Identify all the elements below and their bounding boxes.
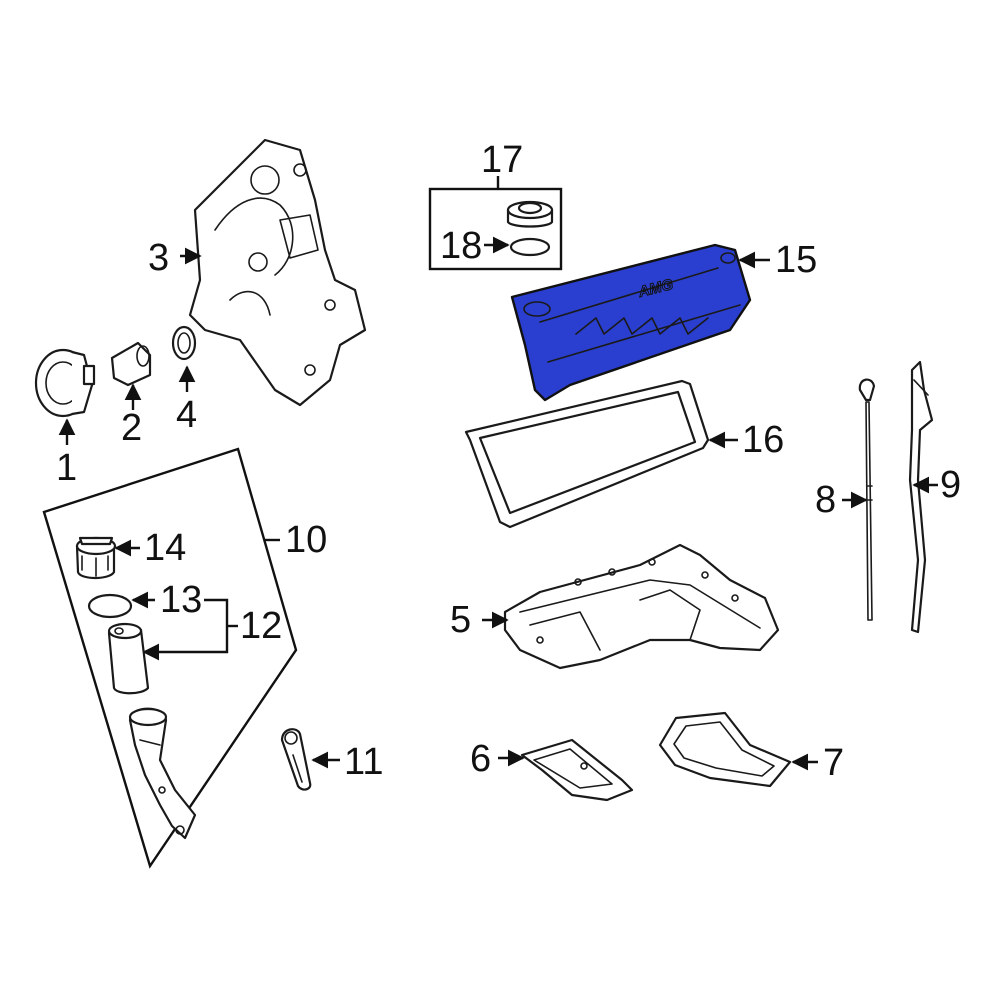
callout-8: 8 — [815, 479, 836, 521]
callout-16: 16 — [742, 419, 784, 461]
part-4-seal[interactable] — [171, 325, 197, 361]
part-2-bolt[interactable] — [110, 341, 152, 387]
callout-18: 18 — [440, 225, 482, 267]
group-frame-17 — [428, 187, 563, 271]
part-9-dipstick-tube[interactable] — [908, 360, 934, 634]
part-11-gasket[interactable] — [280, 728, 312, 791]
part-14-filter-cap[interactable] — [75, 536, 117, 580]
callout-12: 12 — [240, 605, 282, 647]
part-12-filter-element[interactable] — [107, 622, 150, 695]
part-1-pulley[interactable] — [34, 348, 96, 418]
part-17-oil-filler-cap[interactable] — [506, 200, 554, 228]
callout-13: 13 — [160, 579, 202, 621]
part-15-valve-cover[interactable]: AMG — [510, 243, 752, 402]
part-oil-filter-housing[interactable] — [128, 707, 197, 840]
callout-10: 10 — [285, 519, 327, 561]
callout-7: 7 — [823, 742, 844, 784]
part-3-timing-cover[interactable] — [188, 138, 367, 407]
callout-3: 3 — [148, 237, 169, 279]
part-8-dipstick[interactable] — [858, 378, 876, 621]
part-7-oil-pan-gasket[interactable] — [658, 711, 792, 788]
callout-17: 17 — [481, 139, 523, 181]
callout-5: 5 — [450, 599, 471, 641]
callout-15: 15 — [775, 239, 817, 281]
callout-1: 1 — [56, 447, 77, 489]
part-18-cap-seal[interactable] — [509, 237, 551, 257]
callout-9: 9 — [940, 464, 961, 506]
callout-14: 14 — [144, 527, 186, 569]
part-16-valve-cover-gasket[interactable] — [464, 379, 710, 529]
part-6-lower-oil-pan[interactable] — [520, 738, 634, 802]
part-5-oil-pan[interactable] — [503, 543, 780, 670]
callout-4: 4 — [176, 394, 197, 436]
callout-2: 2 — [121, 407, 142, 449]
callout-6: 6 — [470, 738, 491, 780]
callout-11: 11 — [344, 741, 383, 783]
group-frame-10 — [42, 447, 298, 869]
part-13-o-ring[interactable] — [87, 593, 133, 619]
